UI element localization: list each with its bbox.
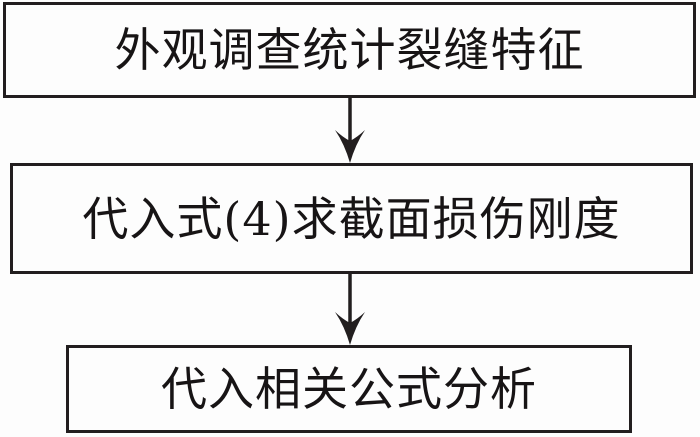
flow-step-analysis-box: 代入相关公式分析 [66,345,632,433]
flow-step-survey-label: 外观调查统计裂缝特征 [114,23,585,77]
flow-step-analysis-label: 代入相关公式分析 [161,362,537,416]
flow-step-stiffness-label: 代入式(4)求截面损伤刚度 [82,191,621,246]
down-arrow-icon [335,274,365,345]
flow-step-stiffness-box: 代入式(4)求截面损伤刚度 [10,163,693,274]
flow-step-survey-box: 外观调查统计裂缝特征 [3,2,696,98]
down-arrow-icon [335,98,365,163]
